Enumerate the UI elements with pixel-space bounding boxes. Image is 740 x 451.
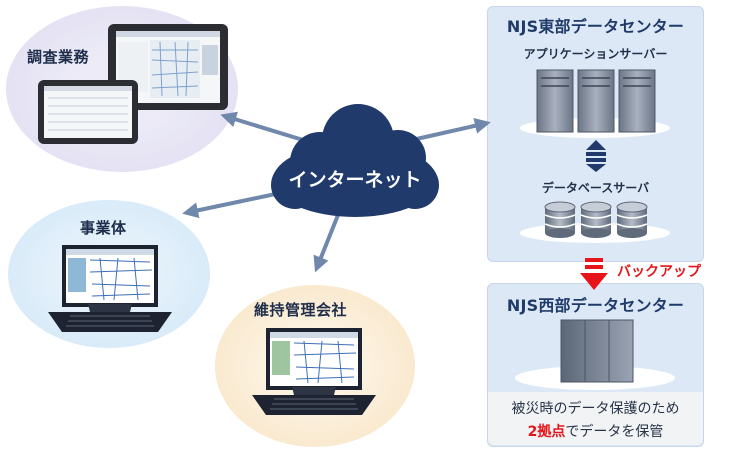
maintenance-label: 維持管理会社 <box>254 301 348 319</box>
west-note-box: 被災時のデータ保護のため 2拠点でデータを保管 <box>488 392 703 445</box>
app-server-label: アプリケーションサーバー <box>523 47 668 61</box>
west-datacenter-title: NJS西部データセンター <box>506 296 685 315</box>
east-datacenter-panel: NJS東部データセンター アプリケーションサーバー データベースサーバ <box>487 6 704 262</box>
internet-cloud <box>271 104 439 217</box>
west-note-line1: 被災時のデータ保護のため <box>511 401 680 417</box>
arrow-to-maintenance <box>313 209 342 273</box>
backup-label: バックアップ <box>617 264 701 280</box>
note-rest: でデータを保管 <box>565 424 664 440</box>
note-highlight: 2拠点 <box>527 424 566 440</box>
west-note-line2: 2拠点でデータを保管 <box>488 421 703 441</box>
app-servers <box>520 69 670 138</box>
internet-label-box: インターネット <box>285 163 425 193</box>
db-servers <box>520 201 670 243</box>
sync-arrow <box>586 140 606 172</box>
survey-label: 調査業務 <box>27 48 90 66</box>
connection-arrows <box>182 111 491 273</box>
arrow-to-survey <box>220 111 304 142</box>
arrow-to-east-center <box>411 117 491 142</box>
maintenance-monitor <box>252 328 376 415</box>
west-server <box>515 319 675 390</box>
backup-arrow <box>580 258 608 290</box>
internet-label: インターネット <box>288 169 422 191</box>
arrow-to-operator <box>182 190 286 219</box>
east-datacenter-title: NJS東部データセンター <box>506 17 685 36</box>
tablet-front <box>38 80 138 144</box>
db-server-label: データベースサーバ <box>541 181 650 195</box>
operator-monitor <box>48 245 172 332</box>
operator-label: 事業体 <box>80 219 127 237</box>
